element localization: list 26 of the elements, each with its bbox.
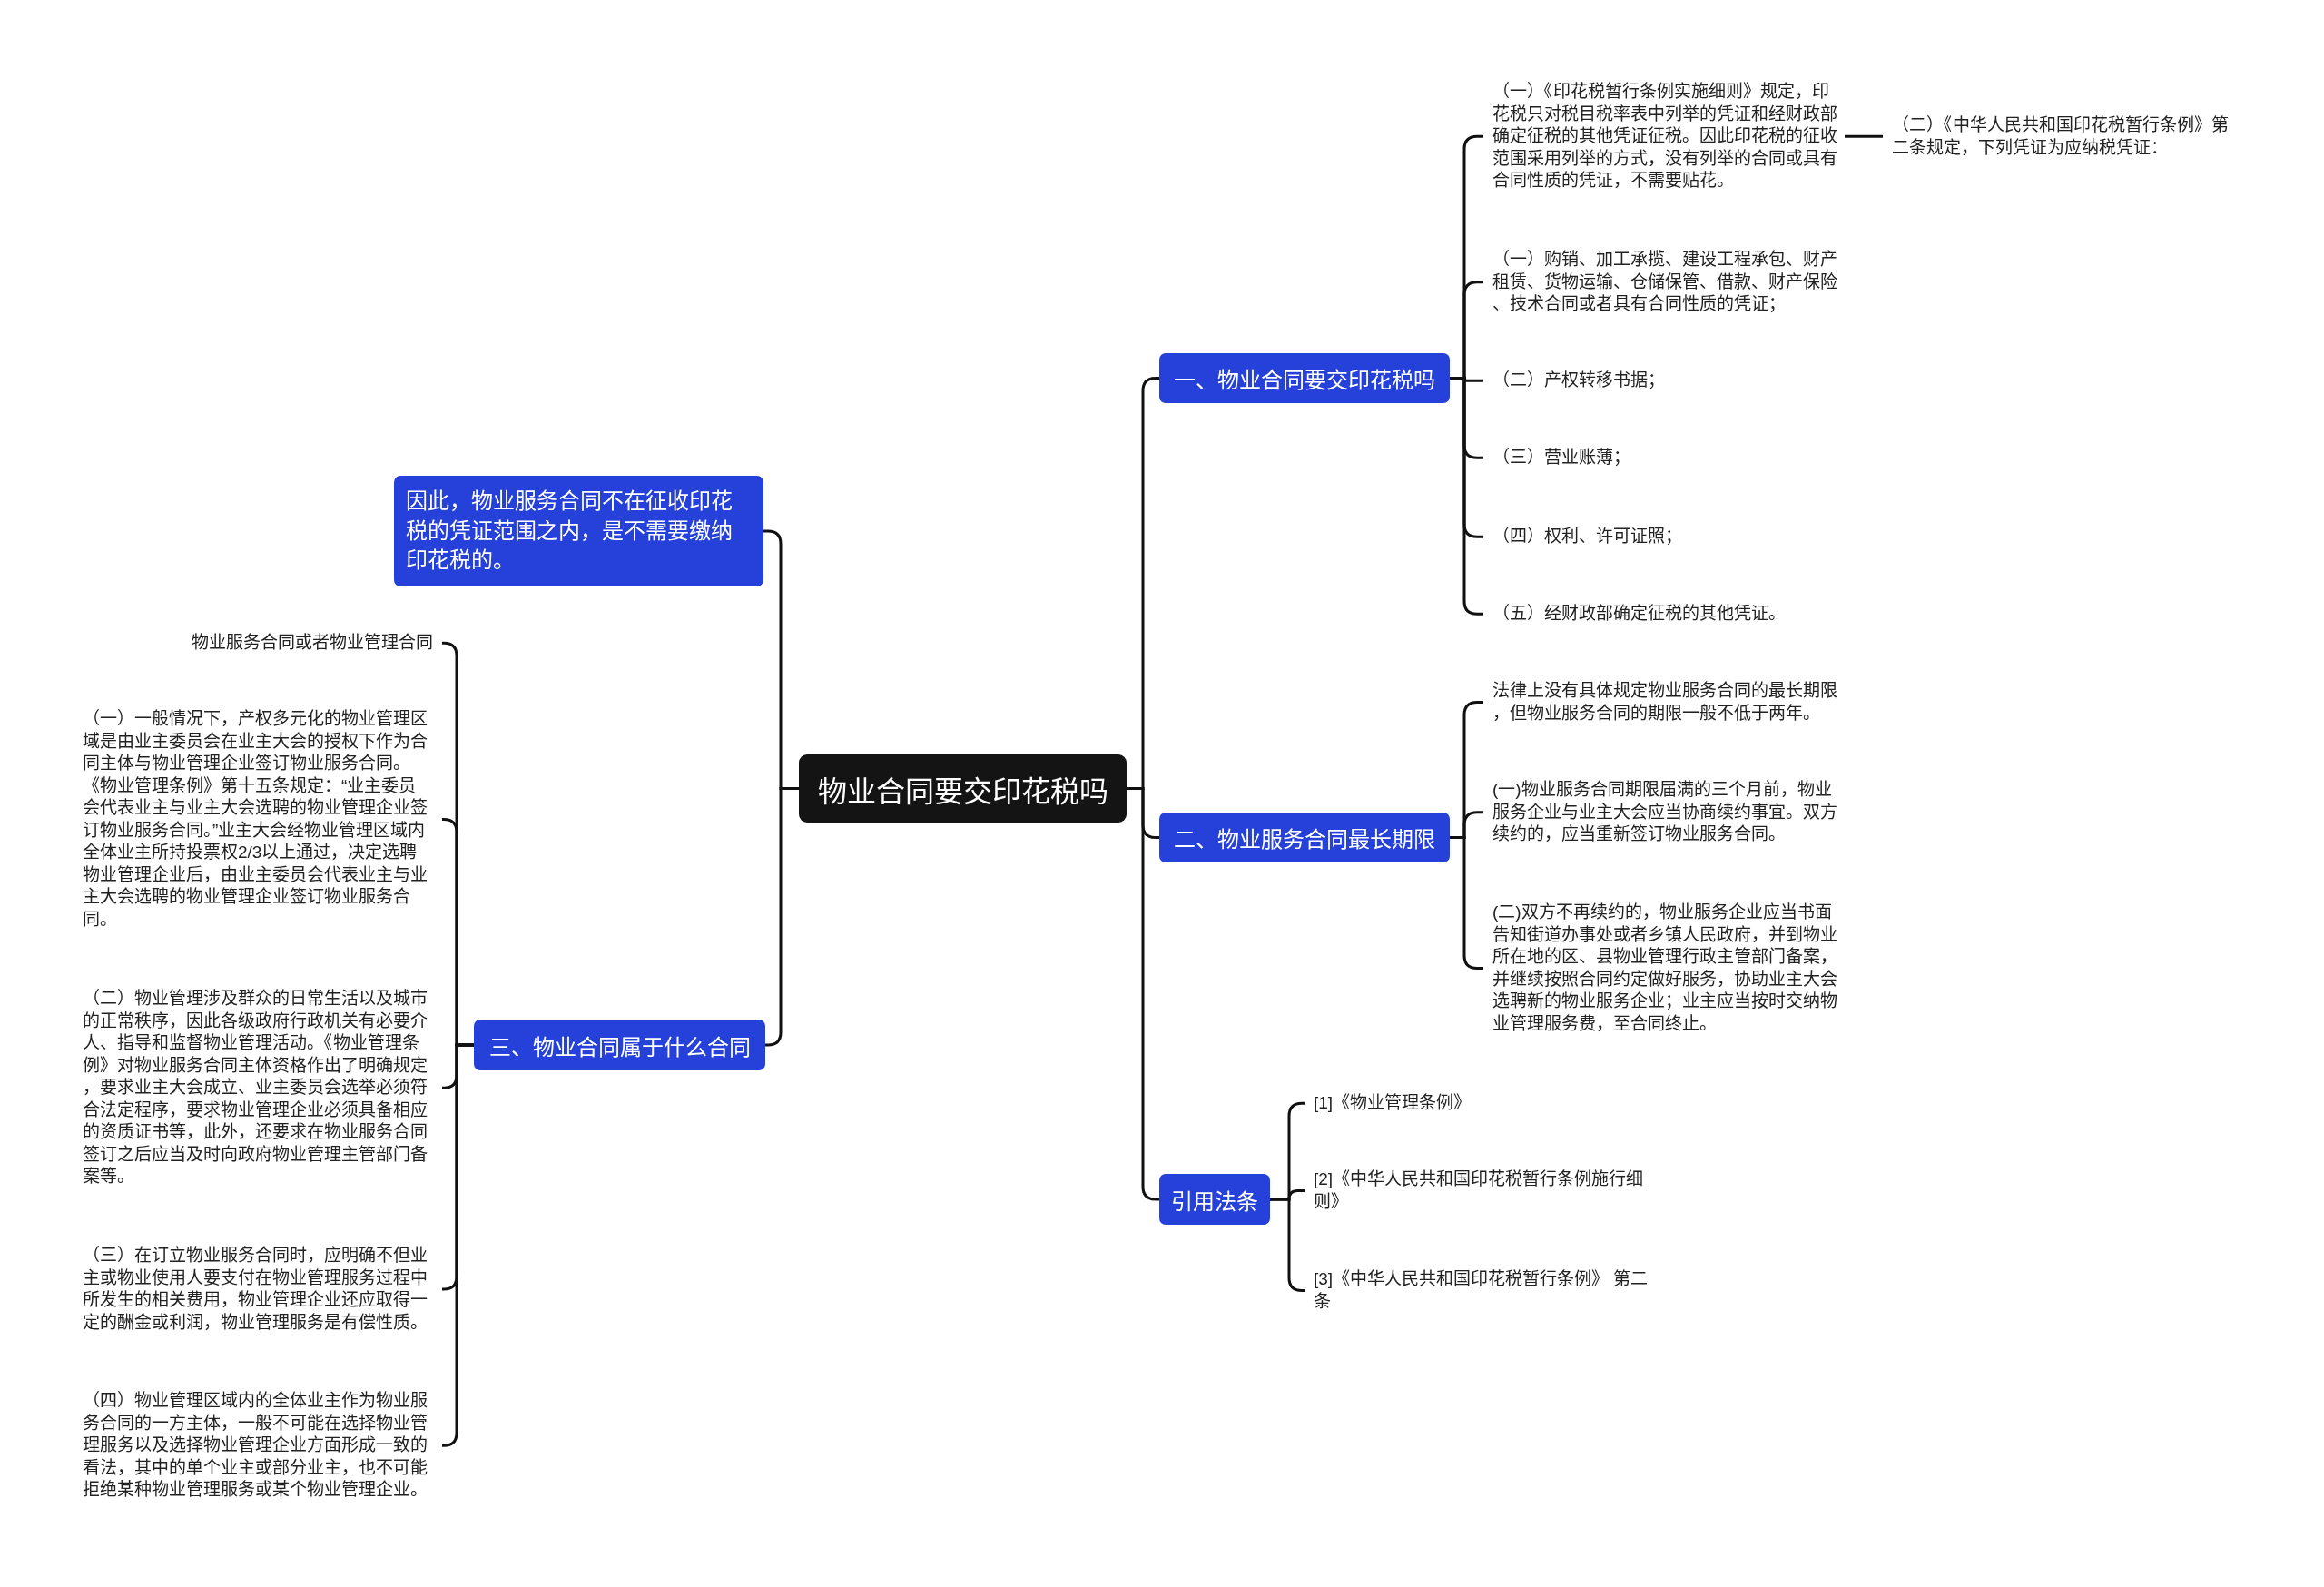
branch-text: [3]《中华人民共和国印花税暂行条例》 第二条 — [1305, 1268, 1657, 1313]
branch-text: （三）在订立物业服务合同时，应明确不但业主或物业使用人要支付在物业管理服务过程中所发生的相关费用，物业管理企业还应取得一定的酬金或利润，物业管理服务是有偿性质。 — [83, 1245, 442, 1334]
branch-text: [2]《中华人民共和国印花税暂行条例施行细则》 — [1305, 1168, 1657, 1213]
branch-text: （二）《中华人民共和国印花税暂行条例》第二条规定，下列凭证为应纳税凭证： — [1883, 114, 2244, 159]
branch-text: （三）营业账薄； — [1483, 447, 1630, 469]
topic-box: 因此，物业服务合同不在征收印花税的凭证范围之内，是不需要缴纳印花税的。 — [394, 476, 763, 587]
branch-text: （四）物业管理区域内的全体业主作为物业服务合同的一方主体，一般不可能在选择物业管理服务以及选择物业管理企业方面形成一致的看法，其中的单个业主或部分业主，也不可能拒绝某种物业管理服务或某个物业管理企业。 — [83, 1390, 442, 1502]
branch-text: （五）经财政部确定征税的其他凭证。 — [1483, 603, 1786, 626]
connector-line — [1845, 134, 1883, 138]
branch-text: （四）权利、许可证照； — [1483, 526, 1682, 548]
branch-text: 物业服务合同或者物业管理合同 — [192, 632, 442, 655]
branch-text: (一)物业服务合同期限届满的三个月前，物业服务企业与业主大会应当协商续约事宜。双方续约的，应当重新签订物业服务合同。 — [1483, 779, 1845, 846]
branch-text: (二)双方不再续约的，物业服务企业应当书面告知街道办事处或者乡镇人民政府，并到物业所在地的区、县物业管理行政主管部门备案，并继续按照合同约定做好服务，协助业主大会选聘新的物业服务企业；业主应当按时交纳物业管理服务费，至合同终止。 — [1483, 902, 1845, 1035]
branch-text: 法律上没有具体规定物业服务合同的最长期限，但物业服务合同的期限一般不低于两年。 — [1483, 680, 1845, 724]
branch-text: （一）《印花税暂行条例实施细则》规定，印花税只对税目税率表中列举的凭证和经财政部确定征税的其他凭证征税。因此印花税的征收范围采用列举的方式，没有列举的合同或具有合同性质的凭证，不需要贴花。 — [1483, 81, 1845, 192]
topic-box: 三、物业合同属于什么合同 — [474, 1020, 765, 1070]
branch-text: （一）一般情况下，产权多元化的物业管理区域是由业主委员会在业主大会的授权下作为合同主体与物业管理企业签订物业服务合同。《物业管理条例》第十五条规定：“业主委员会代表业主与业主大会选聘的物业管理企业签订物业服务合同。”业主大会经物业管理区域内全体业主所持投票权2/3以上通过，决定选聘物业管理企业后，由业主委员会代表业主与业主大会选聘的物业管理企业签订物业服务合同。 — [83, 708, 442, 931]
branch-text: （二）产权转移书据； — [1483, 370, 1665, 392]
topic-box: 一、物业合同要交印花税吗 — [1159, 353, 1450, 403]
topic-box: 二、物业服务合同最长期限 — [1159, 813, 1450, 862]
topic-box: 引用法条 — [1159, 1174, 1270, 1225]
connector-line — [1127, 787, 1159, 1201]
branch-text: （二）物业管理涉及群众的日常生活以及城市的正常秩序，因此各级政府行政机关有必要介人、指导和监督物业管理活动。《物业管理条例》对物业服务合同主体资格作出了明确规定，要求业主大会成立、业主委员会选举必须符合法定程序，要求物业管理企业必须具备相应的资质证书等，此外，还要求在物业服务合同签订之后应当及时向政府物业管理主管部门备案等。 — [83, 988, 442, 1188]
branch-text: （一）购销、加工承揽、建设工程承包、财产租赁、货物运输、仓储保管、借款、财产保险、技术合同或者具有合同性质的凭证； — [1483, 249, 1845, 316]
central-topic-box: 物业合同要交印花税吗 — [799, 754, 1127, 823]
branch-text: [1]《物业管理条例》 — [1305, 1092, 1472, 1115]
